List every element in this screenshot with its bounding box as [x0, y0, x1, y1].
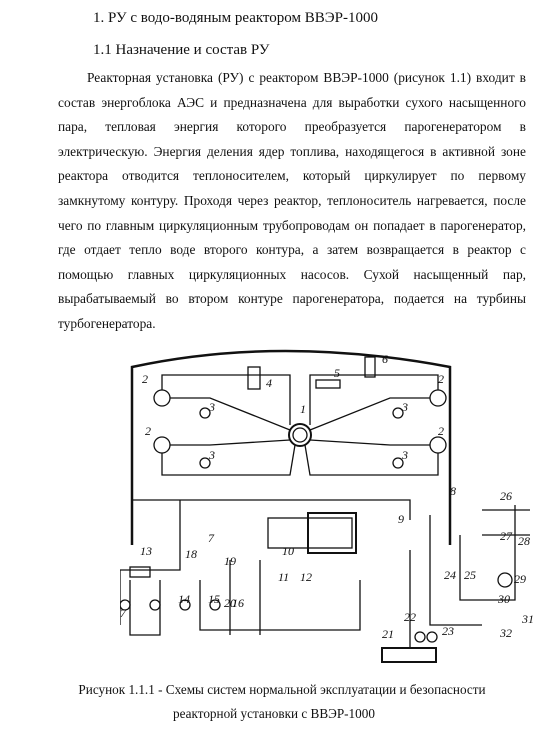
- svg-text:3: 3: [208, 448, 215, 462]
- svg-text:2: 2: [438, 424, 444, 438]
- svg-text:3: 3: [208, 400, 215, 414]
- svg-text:32: 32: [499, 626, 512, 640]
- figure-caption: Рисунок 1.1.1 - Схемы систем нормальной …: [78, 682, 486, 697]
- svg-text:15: 15: [208, 592, 220, 606]
- svg-text:27: 27: [500, 529, 513, 543]
- svg-text:9: 9: [398, 512, 404, 526]
- svg-text:16: 16: [232, 596, 244, 610]
- svg-text:2: 2: [142, 372, 148, 386]
- svg-text:30: 30: [497, 592, 510, 606]
- svg-text:12: 12: [300, 570, 312, 584]
- svg-text:3: 3: [401, 448, 408, 462]
- svg-text:19: 19: [224, 554, 236, 568]
- svg-text:18: 18: [185, 547, 197, 561]
- svg-text:3: 3: [401, 400, 408, 414]
- svg-text:25: 25: [464, 568, 476, 582]
- svg-text:17: 17: [120, 606, 127, 620]
- figure-caption-continued: реакторной установки с ВВЭР-1000: [173, 706, 375, 721]
- svg-text:20: 20: [224, 596, 236, 610]
- body-paragraph: Реакторная установка (РУ) с реактором ВВ…: [58, 70, 526, 331]
- svg-text:7: 7: [208, 531, 215, 545]
- svg-text:23: 23: [442, 624, 454, 638]
- section-heading: 1. РУ с водо-водяным реактором ВВЭР-1000: [93, 10, 378, 26]
- svg-text:5: 5: [334, 366, 340, 380]
- svg-text:26: 26: [500, 489, 512, 503]
- svg-text:10: 10: [282, 544, 294, 558]
- svg-text:1: 1: [300, 402, 306, 416]
- svg-text:2: 2: [145, 424, 151, 438]
- svg-text:14: 14: [178, 592, 190, 606]
- svg-text:6: 6: [382, 352, 388, 366]
- svg-text:2: 2: [438, 372, 444, 386]
- svg-text:29: 29: [514, 572, 526, 586]
- svg-text:4: 4: [266, 376, 272, 390]
- svg-text:24: 24: [444, 568, 456, 582]
- svg-text:13: 13: [140, 544, 152, 558]
- svg-text:31: 31: [521, 612, 534, 626]
- svg-text:28: 28: [518, 534, 530, 548]
- svg-text:21: 21: [382, 627, 394, 641]
- svg-text:8: 8: [450, 484, 456, 498]
- svg-text:11: 11: [278, 570, 289, 584]
- subsection-heading: 1.1 Назначение и состав РУ: [93, 42, 270, 58]
- svg-text:22: 22: [404, 610, 416, 624]
